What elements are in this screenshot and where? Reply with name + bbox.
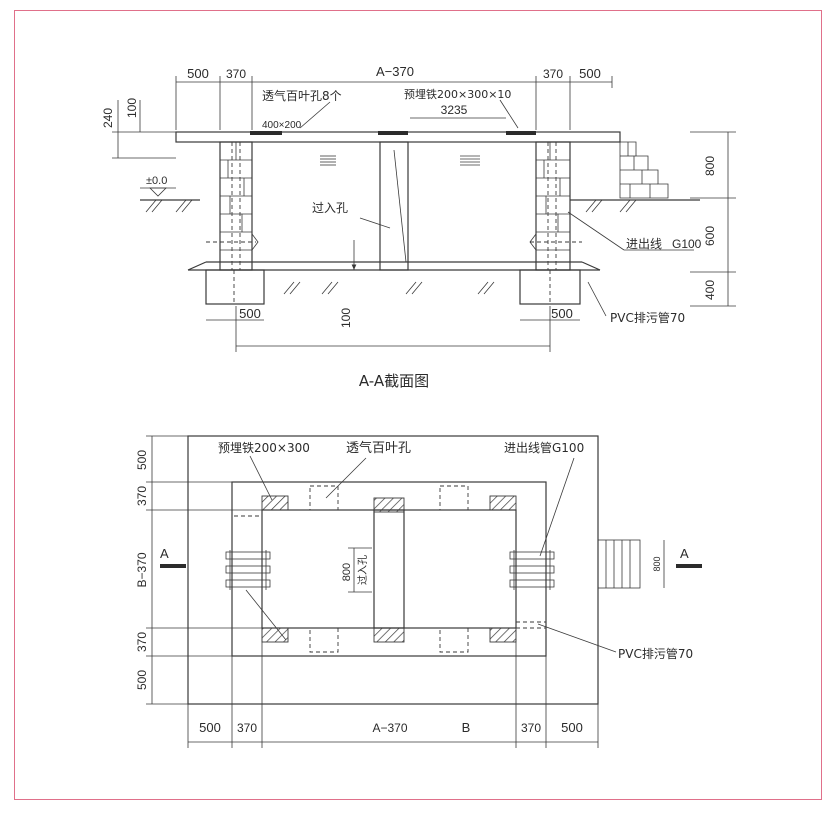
plan-dim-bottom-3: A−370	[372, 721, 407, 735]
plan-vents	[234, 485, 546, 653]
dim-top-3: A−370	[376, 64, 414, 79]
plan-drain-label: PVC排污管70	[618, 646, 693, 661]
plan-pipes-left	[225, 550, 271, 590]
plan-step	[597, 539, 665, 589]
plate-size-label: 400×200	[262, 120, 302, 131]
embed-plate-se	[489, 627, 517, 643]
section-top-dimensions: 500 370 A−370 370 500	[175, 64, 613, 130]
section-view: 500 370 A−370 370 500 240 100 ±0.0	[101, 64, 736, 390]
inner-span-label: 3235	[441, 103, 468, 117]
dim-bottom-left: 500	[239, 306, 261, 321]
dim-right-600: 600	[703, 226, 717, 246]
dim-left-100: 100	[125, 98, 139, 118]
plan-outer-wall	[231, 481, 547, 657]
plan-dim-bottom-4: B	[462, 720, 471, 735]
partition-wall	[379, 141, 409, 271]
plan-dim-left-1: 500	[135, 450, 149, 470]
plan-outlet-label: 进出线管G100	[504, 440, 584, 455]
plan-dim-bottom-1: 500	[199, 720, 221, 735]
vent-count-label: 透气百叶孔8个	[262, 88, 342, 103]
dim-left-240: 240	[101, 108, 115, 128]
plan-partition	[373, 509, 405, 629]
plan-bottom-dimensions: 500 370 A−370 B 370 500	[187, 628, 599, 748]
plan-inner-room	[261, 509, 517, 629]
plan-hole-width: 800	[341, 563, 353, 581]
dim-right-800: 800	[703, 156, 717, 176]
dim-bottom-right: 500	[551, 306, 573, 321]
section-title: A-A截面图	[359, 372, 429, 390]
dim-bottom-100: 100	[339, 308, 353, 328]
plan-pipes-right	[509, 550, 555, 590]
dim-top-4: 370	[543, 67, 563, 81]
outlet-label: 进出线	[626, 237, 662, 251]
embed-plate-ne	[489, 495, 517, 511]
embed-iron-label: 预埋铁200×300×10	[404, 88, 511, 101]
section-right-dimensions: 800 600 400	[690, 131, 736, 307]
outlet-pipe-label: G100	[672, 237, 702, 251]
plan-dim-left-3: B−370	[135, 552, 149, 587]
drain-label: PVC排污管70	[610, 310, 685, 325]
section-mark-right: A	[680, 546, 689, 561]
floor-and-footings	[187, 240, 601, 305]
left-wall	[206, 141, 259, 271]
plan-dim-bottom-2: 370	[237, 721, 257, 735]
vent-louver-left	[320, 155, 336, 166]
right-wall	[529, 141, 700, 271]
manhole-label: 过入孔	[312, 201, 348, 215]
section-left-dimensions: 240 100 ±0.0	[101, 98, 200, 213]
dim-top-1: 500	[187, 66, 209, 81]
dim-top-2: 370	[226, 67, 246, 81]
plan-hole-label: 过入孔	[356, 555, 369, 585]
level-label: ±0.0	[146, 175, 167, 187]
embed-plate-sw	[261, 627, 289, 643]
plan-step-width: 800	[652, 556, 662, 571]
drawing-frame	[14, 10, 822, 800]
embed-plate-nw	[261, 495, 289, 511]
plan-dim-left-4: 370	[135, 632, 149, 652]
dim-right-400: 400	[703, 280, 717, 300]
plan-left-dimensions: 500 370 B−370 370 500	[135, 435, 262, 705]
section-mark-left: A	[160, 546, 169, 561]
plan-dim-bottom-6: 500	[561, 720, 583, 735]
section-bottom-dimensions: 500 100 500	[206, 306, 580, 352]
plan-view: 800 过入孔 800 A A 预埋铁200×300 透气百叶孔 进出线管G10…	[135, 435, 702, 748]
plan-dim-bottom-5: 370	[521, 721, 541, 735]
outside-steps	[619, 141, 669, 199]
vent-louver-right	[460, 155, 480, 166]
plan-dim-left-2: 370	[135, 486, 149, 506]
plan-vent-label: 透气百叶孔	[346, 440, 411, 456]
plan-embed-label: 预埋铁200×300	[218, 441, 310, 455]
plan-dim-left-5: 500	[135, 670, 149, 690]
plan-outer-footprint	[187, 435, 599, 705]
dim-top-5: 500	[579, 66, 601, 81]
